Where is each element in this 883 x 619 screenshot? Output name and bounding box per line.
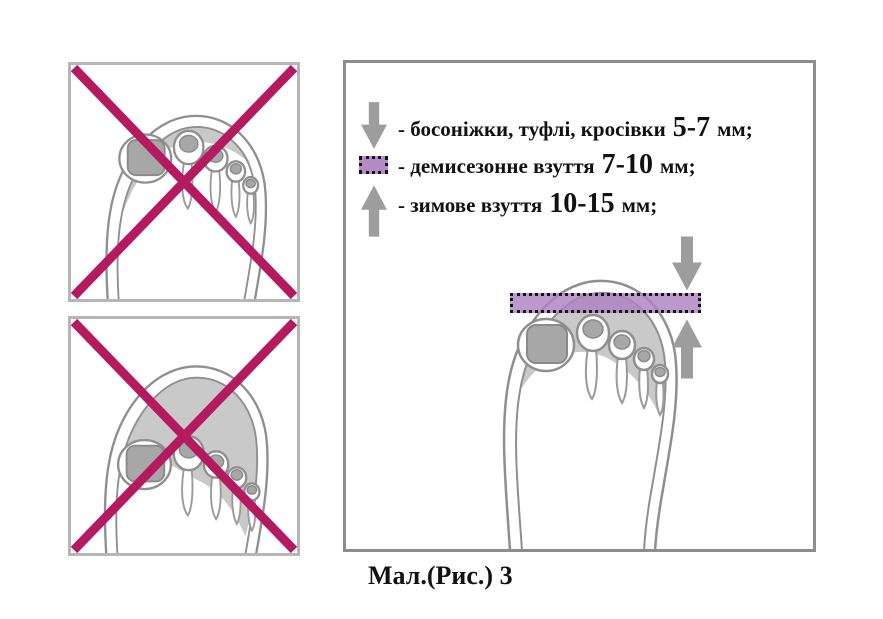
legend-unit: мм; bbox=[717, 117, 753, 141]
allowance-bar bbox=[510, 293, 701, 313]
legend-unit: мм; bbox=[621, 193, 658, 217]
legend-label: - демисезонне взуття bbox=[398, 154, 595, 178]
up-arrow-icon bbox=[672, 319, 702, 379]
legend-value: 7-10 bbox=[601, 149, 653, 180]
foot-in-shoe-illustration bbox=[502, 279, 678, 549]
up-arrow-icon bbox=[361, 185, 387, 237]
forbidden-fit-loose-panel bbox=[68, 316, 300, 556]
legend-unit: мм; bbox=[659, 154, 696, 178]
legend-label: - зимове взуття bbox=[398, 193, 543, 217]
legend-value: 5-7 bbox=[672, 112, 711, 143]
down-arrow-icon bbox=[672, 236, 702, 291]
red-cross-icon bbox=[71, 319, 297, 553]
down-arrow-icon bbox=[361, 102, 387, 149]
dotted-bar-icon bbox=[359, 156, 388, 174]
figure-caption: Мал.(Рис.) 3 bbox=[368, 561, 513, 590]
forbidden-fit-tight-panel bbox=[68, 62, 300, 302]
red-cross-icon bbox=[71, 65, 297, 299]
legend-label: - босоніжки, туфлі, кросівки bbox=[398, 117, 666, 141]
legend-value: 10-15 bbox=[549, 188, 615, 219]
